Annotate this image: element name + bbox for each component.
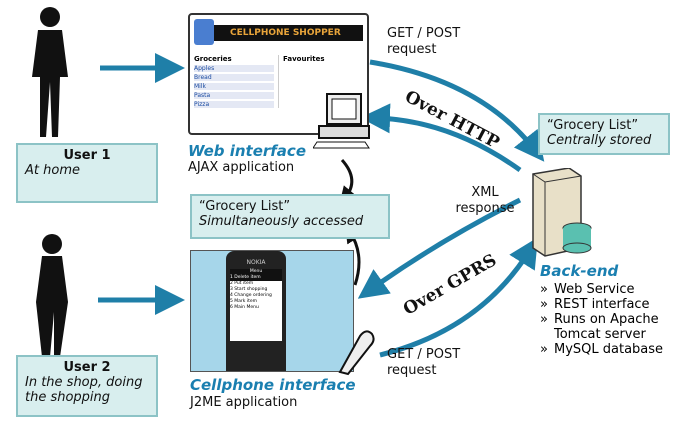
user2-box: User 2 In the shop, doing the shopping <box>16 355 158 417</box>
xml-response-label: XML response <box>455 185 515 216</box>
app-title: CELLPHONE SHOPPER <box>210 25 363 41</box>
backend-title: Back-end <box>540 262 619 280</box>
groceries-heading: Groceries <box>194 55 232 63</box>
shared-list-box: “Grocery List” Simultaneously accessed <box>190 194 390 239</box>
server-icon <box>532 168 592 257</box>
item: Pasta <box>194 92 274 99</box>
backend-item: MySQL database <box>540 342 680 357</box>
user1-title: User 1 <box>63 148 111 163</box>
cellphone-screenshot: NOKIA Menu 1 Delete item 2 Put item 3 St… <box>190 250 354 372</box>
item: Apples <box>194 65 274 72</box>
user2-desc: In the shop, doing the shopping <box>25 375 143 405</box>
shared-line2: Simultaneously accessed <box>199 214 364 229</box>
phone-brand: NOKIA <box>246 259 266 266</box>
stored-line2: Centrally stored <box>547 133 652 148</box>
user2-title: User 2 <box>63 360 111 375</box>
item: Pizza <box>194 101 274 108</box>
backend-item: Web Service <box>540 282 680 297</box>
backend-item: REST interface <box>540 297 680 312</box>
web-title: Web interface <box>188 142 306 160</box>
backend-list: Web Service REST interface Runs on Apach… <box>540 282 680 357</box>
phone-menu-title: Menu <box>230 269 282 275</box>
desktop-computer-icon <box>313 93 370 149</box>
web-subtitle: AJAX application <box>188 160 295 175</box>
backend-item: Runs on Apache Tomcat server <box>540 312 680 342</box>
get-post-bottom-label: GET / POST request <box>387 347 461 378</box>
request-arrow-bottom <box>379 237 538 358</box>
stored-list-box: “Grocery List” Centrally stored <box>538 113 670 155</box>
get-post-top-label: GET / POST request <box>387 26 461 57</box>
phone-menu-item[interactable]: 2 Put item <box>230 281 254 286</box>
bag-logo-icon <box>194 19 214 45</box>
phone-menu-item[interactable]: 1 Delete item <box>230 275 282 281</box>
phone-menu-item[interactable]: 6 Main Menu <box>230 305 259 310</box>
response-arrow-top <box>360 103 522 173</box>
phone-menu-item[interactable]: 4 Change ordering <box>230 293 272 298</box>
request-arrow-top <box>369 59 545 162</box>
user1-box: User 1 At home <box>16 143 158 203</box>
user2-silhouette-icon <box>36 234 68 357</box>
user1-silhouette-icon <box>32 7 68 137</box>
web-interface-screenshot: CELLPHONE SHOPPER Groceries Apples Bread… <box>188 13 369 135</box>
cell-title: Cellphone interface <box>190 376 356 394</box>
stored-line1: “Grocery List” <box>547 118 639 133</box>
mobile-phone-icon <box>338 330 375 376</box>
favourites-heading: Favourites <box>283 55 325 63</box>
user1-desc: At home <box>25 163 80 178</box>
shared-line1: “Grocery List” <box>199 199 291 214</box>
phone-menu-item[interactable]: 5 Mark item <box>230 299 257 304</box>
item: Bread <box>194 74 274 81</box>
item: Milk <box>194 83 274 90</box>
response-arrow-bottom <box>357 197 522 299</box>
phone-menu-item[interactable]: 3 Start shopping <box>230 287 268 292</box>
cell-subtitle: J2ME application <box>190 395 298 410</box>
